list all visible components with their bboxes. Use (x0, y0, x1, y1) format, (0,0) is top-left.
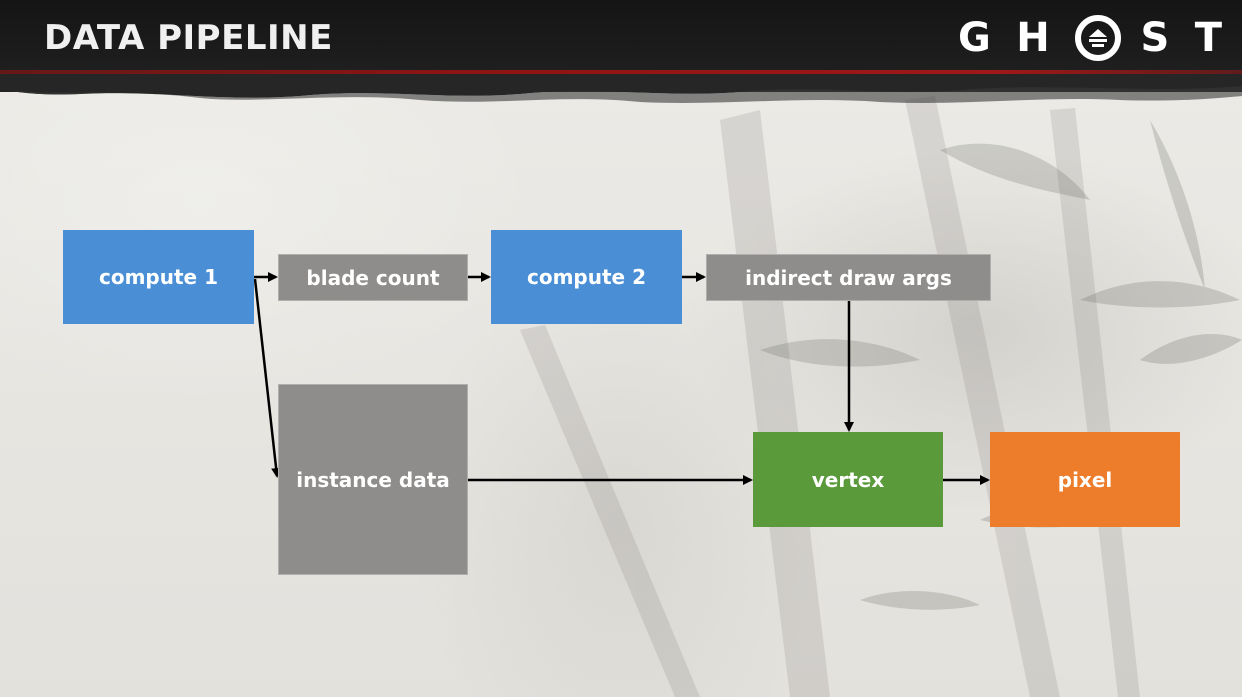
logo-letter-g: G (958, 15, 997, 61)
node-indirect-draw-args: indirect draw args (706, 254, 991, 301)
node-vertex: vertex (753, 432, 943, 527)
node-compute-2: compute 2 (491, 230, 682, 324)
header-accent-streak (0, 70, 1242, 74)
ghost-emblem-icon (1075, 15, 1122, 61)
node-compute-1: compute 1 (63, 230, 254, 324)
node-blade-count: blade count (278, 254, 468, 301)
node-pixel: pixel (990, 432, 1180, 527)
header-brush-edge (0, 74, 1242, 103)
node-instance-data: instance data (278, 384, 468, 575)
logo-letter-t: T (1194, 15, 1228, 61)
logo-letter-h: H (1016, 15, 1056, 61)
logo-letter-s: S (1140, 15, 1176, 61)
slide-title: DATA PIPELINE (44, 18, 333, 58)
arrow-compute1-to-instance-data (253, 278, 282, 478)
ghost-logo: G H S T (958, 14, 1228, 62)
